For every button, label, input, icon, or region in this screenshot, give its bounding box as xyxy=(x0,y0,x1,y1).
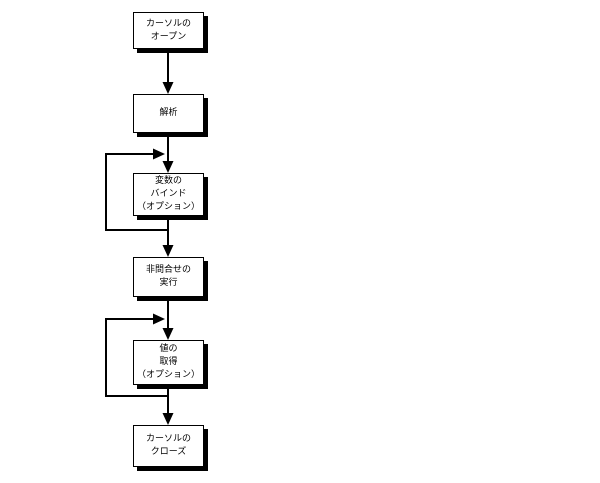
edge-fetch-to-close xyxy=(162,385,174,425)
node-open-cursor: カーソルの オープン xyxy=(133,12,204,49)
edge-line xyxy=(105,318,167,397)
node-close-cursor: カーソルの クローズ xyxy=(133,425,204,467)
edge-line xyxy=(105,153,167,231)
edge-parse-to-bind xyxy=(162,133,174,173)
node-bind-variables: 変数の バインド （オプション） xyxy=(133,173,204,216)
node-fetch-values: 値の 取得 （オプション） xyxy=(133,340,204,385)
arrowhead-down xyxy=(162,82,174,94)
edge-bind-to-execute xyxy=(162,216,174,257)
edge-bind-loop-back xyxy=(105,148,167,231)
edge-execute-to-fetch xyxy=(162,297,174,340)
arrowhead-down xyxy=(162,245,174,257)
edge-fetch-loop-back xyxy=(105,313,167,397)
arrowhead-right xyxy=(153,313,165,325)
node-parse: 解析 xyxy=(133,94,204,133)
arrowhead-right xyxy=(153,148,165,160)
edge-open-to-parse xyxy=(162,49,174,94)
arrowhead-down xyxy=(162,161,174,173)
arrowhead-down xyxy=(162,328,174,340)
node-execute-non-query: 非問合せの 実行 xyxy=(133,257,204,297)
arrowhead-down xyxy=(162,413,174,425)
